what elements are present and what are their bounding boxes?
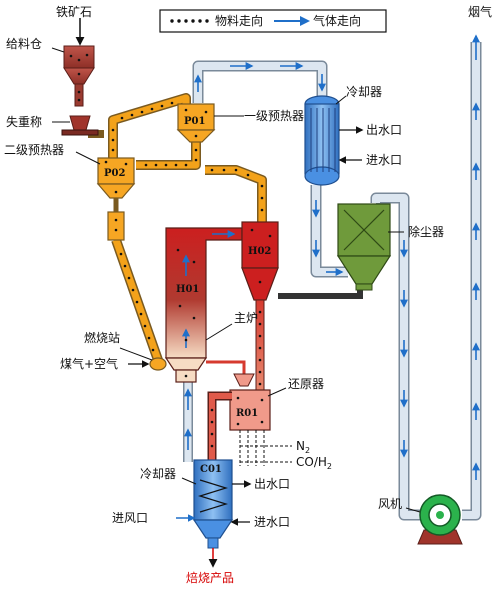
reducer-r01: R01 xyxy=(206,360,292,466)
label-water-out-bottom: 出水口 xyxy=(254,477,290,491)
legend: 物料走向 气体走向 xyxy=(159,9,387,33)
h02-exhaust-duct xyxy=(278,290,363,299)
p02-tag: P02 xyxy=(104,168,125,179)
label-water-in-top: 进水口 xyxy=(366,153,402,167)
p01-tag: P01 xyxy=(184,116,205,127)
feed-bin xyxy=(63,45,95,107)
cooler-c01: C01 xyxy=(176,459,252,568)
label-flue-gas: 烟气 xyxy=(468,4,492,19)
label-n2-subscript: 2 xyxy=(305,446,310,455)
main-furnace-h01: H01 xyxy=(164,227,243,383)
legend-material-swatch xyxy=(170,19,209,23)
h02-tag: H02 xyxy=(248,246,271,257)
label-reducer: 还原器 xyxy=(288,377,324,391)
label-dust-collector: 除尘器 xyxy=(408,224,444,239)
label-primary-preheater: 一级预热器 xyxy=(244,109,304,123)
burner-station xyxy=(128,357,167,371)
label-n2-main: N xyxy=(296,439,305,453)
dust-collector xyxy=(336,203,392,291)
label-loss-in-weight-scale: 失重称 xyxy=(6,114,42,129)
fan xyxy=(417,494,463,545)
c01-tag: C01 xyxy=(200,464,222,475)
label-secondary-preheater: 二级预热器 xyxy=(4,143,64,157)
label-burner-station: 燃烧站 xyxy=(84,330,120,345)
leader-lines xyxy=(51,47,421,513)
r01-tag: R01 xyxy=(236,408,258,419)
label-water-out-top: 出水口 xyxy=(366,123,402,137)
label-iron-ore: 铁矿石 xyxy=(56,5,92,19)
loss-in-weight-scale xyxy=(61,115,99,136)
legend-gas-label: 气体走向 xyxy=(313,13,361,28)
label-feed-bin: 给料仓 xyxy=(6,37,42,51)
material-dots xyxy=(111,101,264,352)
label-main-furnace: 主炉 xyxy=(234,311,258,325)
label-gas-air: 煤气+空气 xyxy=(60,356,118,371)
label-cooler-bottom: 冷却器 xyxy=(140,467,176,481)
legend-material-label: 物料走向 xyxy=(215,13,263,28)
cyclone-h02: H02 xyxy=(241,221,279,301)
reducer-to-cooler-pipe xyxy=(207,391,232,460)
text-labels: 铁矿石 给料仓 失重称 二级预热器 一级预热器 冷却器 出水口 进水口 除尘器 … xyxy=(4,4,492,585)
label-co-h2-main: CO/H xyxy=(296,455,327,469)
label-cooler-top: 冷却器 xyxy=(346,85,382,99)
gas-flow-arrows xyxy=(184,34,480,480)
label-water-in-bottom: 进水口 xyxy=(254,515,290,529)
label-air-inlet: 进风口 xyxy=(112,511,148,525)
label-co-h2-subscript: 2 xyxy=(327,462,332,471)
label-co-h2: CO/H2 xyxy=(296,455,332,471)
secondary-preheater-p02: P02 xyxy=(96,157,136,241)
label-n2: N2 xyxy=(296,439,310,455)
primary-preheater-p01: P01 xyxy=(176,103,216,143)
label-fan: 风机 xyxy=(378,497,402,511)
cooler-top xyxy=(304,95,364,186)
h01-tag: H01 xyxy=(176,284,199,295)
label-product: 焙烧产品 xyxy=(186,570,234,585)
